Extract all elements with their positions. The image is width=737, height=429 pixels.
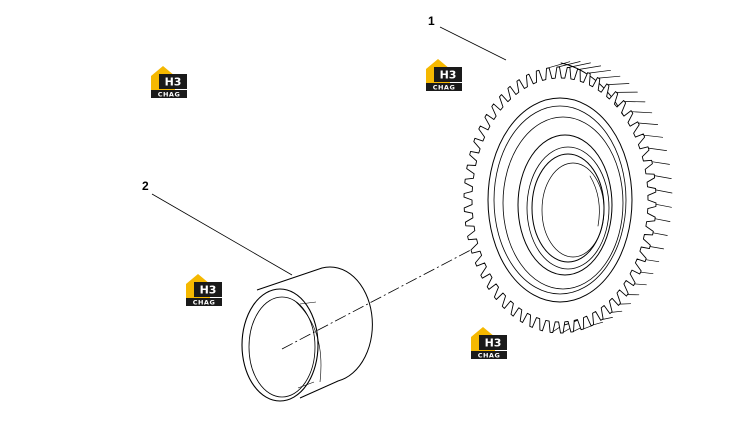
gear-tooth-helix bbox=[654, 175, 672, 179]
watermark-logo bbox=[151, 66, 187, 99]
bushing-part bbox=[241, 266, 373, 402]
gear-tooth-helix bbox=[655, 189, 673, 194]
gear-tooth-helix bbox=[578, 65, 602, 70]
gear-tooth-helix bbox=[637, 122, 659, 125]
leader-line-2 bbox=[151, 193, 293, 276]
gear-tooth-profile bbox=[463, 66, 657, 334]
gear-tooth-helix bbox=[645, 259, 660, 263]
gear-tooth-helix bbox=[607, 83, 630, 85]
leader-line-1 bbox=[439, 26, 507, 61]
watermark-logo bbox=[426, 59, 462, 92]
callout-1: 1 bbox=[428, 14, 435, 28]
watermark-logo bbox=[186, 274, 222, 307]
gear-tooth-helix bbox=[598, 75, 621, 79]
gear-tooth-helix bbox=[651, 161, 670, 165]
callout-2: 2 bbox=[142, 179, 149, 193]
gear-tooth-helix bbox=[588, 69, 611, 74]
gear-tooth-helix bbox=[547, 61, 571, 69]
gear-tooth-helix bbox=[640, 271, 654, 275]
gear-tooth-helix bbox=[601, 317, 613, 320]
gear-tooth-helix bbox=[634, 283, 647, 286]
gear-tooth-helix bbox=[648, 147, 667, 151]
gear-tooth-helix bbox=[631, 111, 653, 114]
gear-tooth-helix bbox=[610, 310, 623, 313]
gear-tooth-helix bbox=[643, 134, 664, 138]
gear-tooth-helix bbox=[557, 61, 581, 68]
gear-tooth-helix bbox=[655, 203, 672, 208]
watermark-logo bbox=[471, 327, 507, 360]
gear-part bbox=[463, 61, 673, 334]
gear-tooth-helix bbox=[654, 218, 671, 222]
gear-tooth-helix bbox=[649, 246, 664, 250]
gear-teeth bbox=[463, 61, 673, 334]
gear-tooth-helix bbox=[652, 232, 668, 236]
gear-tooth-helix bbox=[592, 321, 604, 326]
